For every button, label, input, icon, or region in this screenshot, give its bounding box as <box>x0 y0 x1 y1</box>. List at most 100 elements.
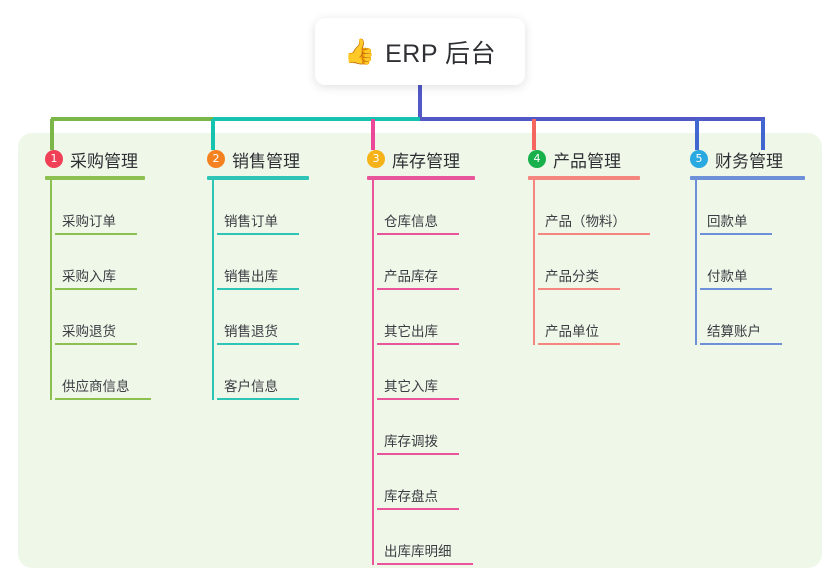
branch-item[interactable]: 销售出库 <box>212 235 309 290</box>
branch-item-label: 销售订单 <box>224 214 278 229</box>
branch-item-label: 产品单位 <box>545 324 599 339</box>
branch-item-label: 其它出库 <box>384 324 438 339</box>
branch-item-rule <box>217 288 299 290</box>
branch-item-label: 库存调拨 <box>384 434 438 449</box>
branch-number-badge: 3 <box>367 150 385 168</box>
branch-item[interactable]: 结算账户 <box>695 290 805 345</box>
branch-item-label: 结算账户 <box>707 324 761 339</box>
branch-item-rule <box>538 343 620 345</box>
branch-header-rule <box>45 176 145 180</box>
branch-column-1: 1 采购管理采购订单采购入库采购退货供应商信息 <box>45 148 151 400</box>
branch-item-label: 产品（物料） <box>545 214 626 229</box>
branch-item-rule <box>55 398 151 400</box>
branch-item[interactable]: 销售退货 <box>212 290 309 345</box>
branch-header-1[interactable]: 1 采购管理 <box>45 148 145 171</box>
branch-number-badge: 2 <box>207 150 225 168</box>
branch-item-rule <box>377 398 459 400</box>
root-node-card[interactable]: 👍 ERP 后台 <box>315 18 525 85</box>
branch-header-2[interactable]: 2 销售管理 <box>207 148 309 171</box>
branch-item[interactable]: 其它出库 <box>372 290 475 345</box>
branch-item-rule <box>700 233 772 235</box>
branch-item-label: 库存盘点 <box>384 489 438 504</box>
branch-item-list: 回款单付款单结算账户 <box>690 180 805 345</box>
branch-item-rule <box>55 288 137 290</box>
branch-item-rule <box>377 343 459 345</box>
branch-item[interactable]: 回款单 <box>695 180 805 235</box>
branch-header-rule <box>367 176 475 180</box>
branch-item[interactable]: 产品单位 <box>533 290 640 345</box>
thumbs-up-icon: 👍 <box>343 37 376 66</box>
branch-item-rule <box>55 343 137 345</box>
branch-item-rule <box>55 233 137 235</box>
branch-item-rule <box>217 398 299 400</box>
branch-item-list: 仓库信息产品库存其它出库其它入库库存调拨库存盘点出库库明细 <box>367 180 475 565</box>
branch-item-label: 采购订单 <box>62 214 116 229</box>
branch-item-label: 产品分类 <box>545 269 599 284</box>
branch-item-label: 采购退货 <box>62 324 116 339</box>
branch-item[interactable]: 供应商信息 <box>50 345 151 400</box>
branch-spine <box>372 180 374 565</box>
branch-item-rule <box>377 508 459 510</box>
branch-column-2: 2 销售管理销售订单销售出库销售退货客户信息 <box>207 148 309 400</box>
branch-item-label: 其它入库 <box>384 379 438 394</box>
branch-item[interactable]: 库存盘点 <box>372 455 475 510</box>
branch-title: 销售管理 <box>232 151 300 171</box>
branch-item-label: 客户信息 <box>224 379 278 394</box>
branch-column-5: 5 财务管理回款单付款单结算账户 <box>690 148 805 345</box>
branch-item-label: 付款单 <box>707 269 748 284</box>
branch-item[interactable]: 库存调拨 <box>372 400 475 455</box>
branch-column-3: 3 库存管理仓库信息产品库存其它出库其它入库库存调拨库存盘点出库库明细 <box>367 148 475 565</box>
branch-item[interactable]: 销售订单 <box>212 180 309 235</box>
branch-item-rule <box>217 343 299 345</box>
branch-item-rule <box>377 288 459 290</box>
branch-item[interactable]: 采购退货 <box>50 290 145 345</box>
branch-title: 产品管理 <box>553 151 621 171</box>
branch-item[interactable]: 产品（物料） <box>533 180 650 235</box>
branch-item-rule <box>700 288 772 290</box>
branch-item[interactable]: 采购订单 <box>50 180 145 235</box>
branch-item[interactable]: 付款单 <box>695 235 805 290</box>
branch-item[interactable]: 其它入库 <box>372 345 475 400</box>
branch-item-rule <box>538 233 650 235</box>
branch-item[interactable]: 产品库存 <box>372 235 475 290</box>
branch-item-label: 采购入库 <box>62 269 116 284</box>
branch-item-rule <box>217 233 299 235</box>
branch-item[interactable]: 产品分类 <box>533 235 640 290</box>
branch-item[interactable]: 采购入库 <box>50 235 145 290</box>
branch-title: 采购管理 <box>70 151 138 171</box>
branch-item-label: 销售退货 <box>224 324 278 339</box>
branch-header-5[interactable]: 5 财务管理 <box>690 148 805 171</box>
branch-spine <box>212 180 214 400</box>
root-node-title: ERP 后台 <box>385 39 497 68</box>
branch-item-list: 采购订单采购入库采购退货供应商信息 <box>45 180 151 400</box>
branch-number-badge: 1 <box>45 150 63 168</box>
branch-item-list: 产品（物料） 产品分类产品单位 <box>528 180 650 345</box>
branch-item-list: 销售订单销售出库销售退货客户信息 <box>207 180 309 400</box>
branch-spine <box>695 180 697 345</box>
branch-item-rule <box>377 233 459 235</box>
branch-item-rule <box>700 343 782 345</box>
content-panel <box>18 133 822 568</box>
branch-item-label: 供应商信息 <box>62 379 130 394</box>
branch-item[interactable]: 客户信息 <box>212 345 309 400</box>
branch-header-3[interactable]: 3 库存管理 <box>367 148 475 171</box>
branch-item-label: 出库库明细 <box>384 544 452 559</box>
branch-title: 库存管理 <box>392 151 460 171</box>
branch-item[interactable]: 仓库信息 <box>372 180 475 235</box>
branch-spine <box>533 180 535 345</box>
branch-header-rule <box>690 176 805 180</box>
branch-item-rule <box>538 288 620 290</box>
branch-item-label: 产品库存 <box>384 269 438 284</box>
branch-item-rule <box>377 453 459 455</box>
branch-number-badge: 5 <box>690 150 708 168</box>
branch-item-label: 销售出库 <box>224 269 278 284</box>
branch-title: 财务管理 <box>715 151 783 171</box>
branch-item[interactable]: 出库库明细 <box>372 510 475 565</box>
branch-item-rule <box>377 563 473 565</box>
branch-item-label: 回款单 <box>707 214 748 229</box>
branch-header-rule <box>207 176 309 180</box>
